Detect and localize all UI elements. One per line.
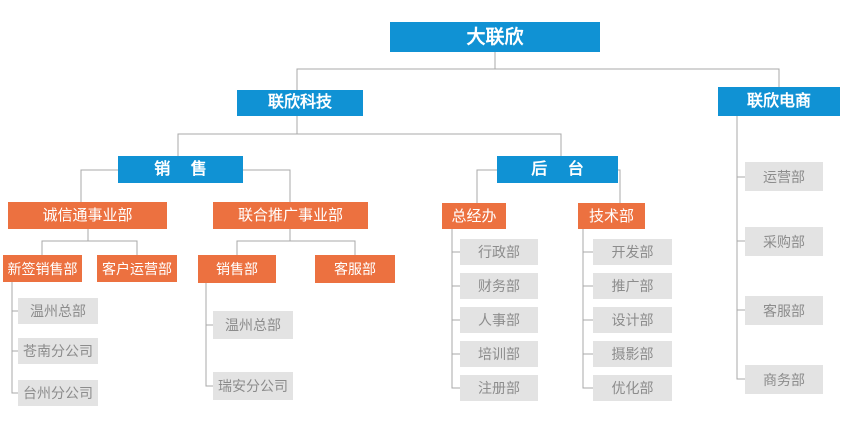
node-admin-dept: 行政部 xyxy=(460,239,538,265)
connector-level2-tee xyxy=(296,68,780,90)
node-training-dept: 培训部 xyxy=(460,341,538,367)
node-lianxin-ecommerce: 联欣电商 xyxy=(718,87,840,116)
node-customer-service-dept: 客服部 xyxy=(315,255,395,283)
node-general-office: 总经办 xyxy=(442,203,506,229)
spine-general-office xyxy=(451,229,460,389)
node-photography-dept: 摄影部 xyxy=(593,341,672,367)
spine-ecommerce xyxy=(736,116,745,380)
connector-jointpromo-tee xyxy=(236,240,356,255)
node-tech-dept: 技术部 xyxy=(578,203,645,229)
node-wenzhou-hq: 温州总部 xyxy=(213,311,293,339)
node-ruian-branch: 瑞安分公司 xyxy=(213,372,293,400)
node-operations-dept: 运营部 xyxy=(745,162,823,191)
node-promotion-dept: 推广部 xyxy=(593,273,672,299)
spine-tech-dept xyxy=(582,229,593,389)
node-taizhou-branch: 台州分公司 xyxy=(18,380,98,406)
node-backoffice-division: 后 台 xyxy=(497,156,618,183)
node-customer-ops-dept: 客户运营部 xyxy=(97,255,177,282)
node-lianxin-tech: 联欣科技 xyxy=(237,90,363,116)
connector-backoffice-left xyxy=(476,169,497,203)
node-business-dept: 商务部 xyxy=(745,365,823,394)
spine-new-sign-sales xyxy=(11,282,18,394)
node-optimization-dept: 优化部 xyxy=(593,375,672,401)
node-cangnan-branch: 苍南分公司 xyxy=(18,338,98,364)
node-purchasing-dept: 采购部 xyxy=(745,227,823,256)
node-design-dept: 设计部 xyxy=(593,307,672,333)
node-hr-dept: 人事部 xyxy=(460,307,538,333)
node-customer-service-dept: 客服部 xyxy=(745,296,823,325)
node-finance-dept: 财务部 xyxy=(460,273,538,299)
node-sales-division: 销 售 xyxy=(118,156,243,183)
connector-chengxintong-tee xyxy=(41,240,138,255)
node-root-dalianxin: 大联欣 xyxy=(390,22,600,52)
connector-sales-right xyxy=(243,169,291,202)
node-new-sign-sales-dept: 新签销售部 xyxy=(3,255,82,282)
node-joint-promotion-dept: 联合推广事业部 xyxy=(213,202,368,229)
node-sales-dept: 销售部 xyxy=(198,255,276,283)
connector-sales-left xyxy=(80,169,118,202)
spine-sales-dept xyxy=(205,283,213,387)
node-dev-dept: 开发部 xyxy=(593,239,672,265)
connector-backoffice-right xyxy=(618,169,621,203)
node-registration-dept: 注册部 xyxy=(460,375,538,401)
node-wenzhou-hq: 温州总部 xyxy=(18,298,98,324)
node-chengxintong-dept: 诚信通事业部 xyxy=(8,202,167,229)
connector-level3-tee xyxy=(177,133,562,156)
